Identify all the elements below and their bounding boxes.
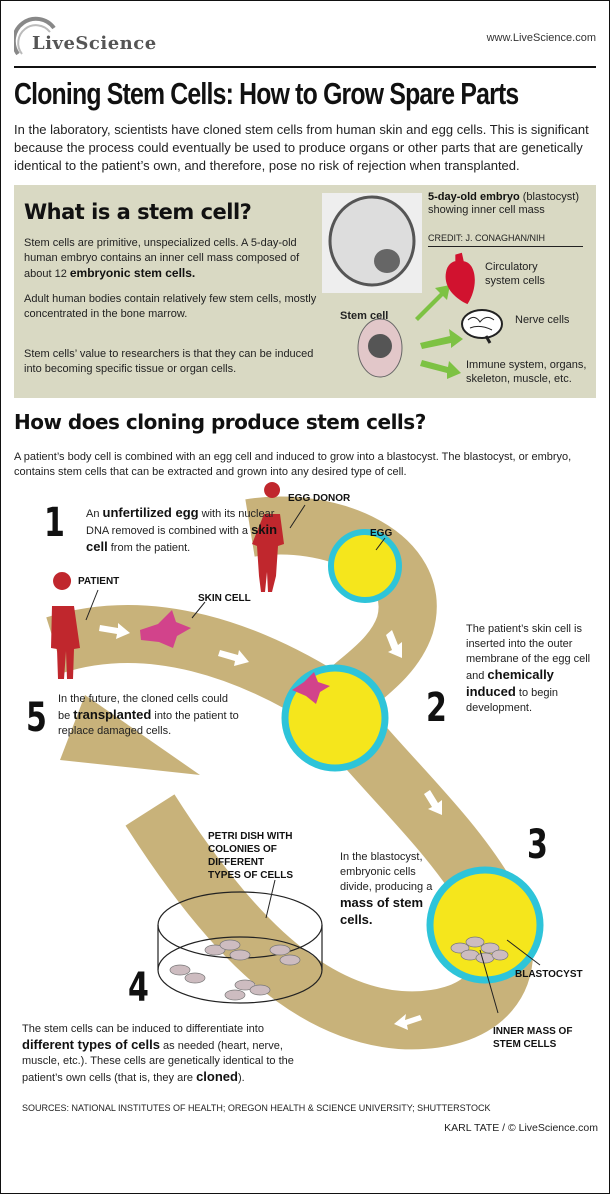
- bold-text: cloned: [196, 1069, 238, 1084]
- logo[interactable]: LiveScience: [32, 33, 157, 54]
- white-arrow-icon: [218, 650, 249, 666]
- bold-text: chemically induced: [466, 667, 554, 699]
- step-4-number: 4: [128, 965, 149, 1011]
- green-arrow-icon: [420, 329, 463, 349]
- bold-text: 5-day-old embryo: [428, 191, 520, 203]
- stem-cell-p1: Stem cells are primitive, unspecialized …: [24, 236, 324, 282]
- page-title: Cloning Stem Cells: How to Grow Spare Pa…: [14, 76, 519, 111]
- step-2-text: The patient’s skin cell is inserted into…: [466, 622, 601, 716]
- stem-cell-heading: What is a stem cell?: [24, 200, 252, 224]
- white-arrow-icon: [99, 623, 130, 639]
- band-arrowhead: [60, 695, 200, 775]
- bold-text: transplanted: [73, 707, 152, 722]
- fused-cell: [281, 664, 389, 772]
- egg-donor-figure-icon: [252, 482, 284, 592]
- text: In the future, the cloned cells could be: [58, 693, 228, 722]
- text: to begin development.: [466, 687, 559, 714]
- skin-cell-icon: [140, 610, 191, 648]
- cloning-diagram: [46, 482, 544, 1050]
- white-arrow-icon: [424, 790, 442, 815]
- output-nerve: Nerve cells: [515, 314, 570, 326]
- text: (blastocyst) showing inner cell mass: [428, 191, 579, 216]
- bold-text: embryonic stem cells.: [69, 266, 196, 280]
- label-blastocyst: BLASTOCYST: [515, 969, 583, 980]
- label-skin-cell: SKIN CELL: [198, 593, 251, 604]
- heart-icon: [445, 252, 475, 305]
- divider: [428, 246, 583, 247]
- bold-text: mass of stem cells.: [340, 895, 424, 927]
- brain-icon: [461, 309, 503, 344]
- cell-colonies: [169, 939, 301, 1001]
- site-url[interactable]: www.LiveScience.com: [486, 32, 596, 44]
- output-immune: Immune system, organs, skeleton, muscle,…: [466, 359, 587, 385]
- text: Stem cells are primitive, unspecialized …: [24, 237, 300, 280]
- stem-cell-diagram: [357, 285, 463, 379]
- inner-cell-mass: [450, 936, 509, 964]
- text: The patient’s skin cell is inserted into…: [466, 623, 591, 682]
- label-patient: PATIENT: [78, 576, 120, 587]
- green-arrow-icon: [415, 285, 450, 321]
- step-1-number: 1: [44, 500, 65, 546]
- text: with its nuclear DNA removed is combined…: [86, 508, 275, 537]
- green-arrow-icon: [420, 360, 461, 379]
- stem-cell-p2: Adult human bodies contain relatively fe…: [24, 293, 317, 320]
- output-circulatory: Circulatory system cells: [485, 261, 545, 287]
- divider: [14, 66, 596, 68]
- leader-lines: [85, 504, 541, 1014]
- step-5-text: In the future, the cloned cells could be…: [58, 692, 243, 739]
- sources: SOURCES: NATIONAL INSTITUTES OF HEALTH; …: [22, 1103, 491, 1113]
- text: as needed (heart, nerve, muscle, etc.). …: [22, 1040, 294, 1084]
- step-4-text: The stem cells can be induced to differe…: [22, 1022, 302, 1086]
- egg-cell: [328, 529, 402, 603]
- white-arrow-icon: [394, 1014, 422, 1030]
- bold-text: different types of cells: [22, 1037, 160, 1052]
- photo-credit: CREDIT: J. CONAGHAN/NIH: [428, 233, 546, 243]
- stem-cell-p3: Stem cells’ value to researchers is that…: [24, 348, 314, 375]
- flow-arrows: [99, 623, 442, 1030]
- step-5-number: 5: [26, 695, 47, 741]
- label-egg-donor: EGG DONOR: [288, 493, 351, 504]
- blastocyst: [426, 866, 544, 984]
- step-2-number: 2: [426, 685, 447, 731]
- text: ).: [237, 1072, 245, 1084]
- bold-text: unfertilized egg: [102, 505, 199, 520]
- band-main: [125, 496, 534, 1050]
- credit: KARL TATE / © LiveScience.com: [444, 1122, 598, 1134]
- step-3-number: 3: [527, 822, 548, 868]
- patient-figure-icon: [51, 572, 80, 679]
- logo-swoosh-icon: [14, 16, 56, 56]
- bold-text: skin cell: [86, 522, 278, 554]
- embryo-photo: [322, 193, 422, 293]
- text: In the blastocyst, embryonic cells divid…: [340, 851, 433, 893]
- text: into the patient to replace damaged cell…: [58, 710, 239, 737]
- photo-caption: 5-day-old embryo (blastocyst) showing in…: [428, 191, 596, 217]
- inserted-skin-cell-icon: [292, 672, 330, 704]
- label-inner-mass: INNER MASS OF STEM CELLS: [493, 1026, 573, 1050]
- text: An: [86, 508, 103, 520]
- cloning-intro: A patient’s body cell is combined with a…: [14, 451, 572, 478]
- text: The stem cells can be induced to differe…: [22, 1023, 264, 1035]
- white-arrow-icon: [386, 630, 402, 658]
- stem-cell-box: [14, 185, 596, 398]
- cloning-heading: How does cloning produce stem cells?: [14, 410, 426, 434]
- text: from the patient.: [107, 542, 191, 554]
- label-egg: EGG: [370, 528, 393, 539]
- step-1-text: An unfertilized egg with its nuclear DNA…: [86, 505, 284, 556]
- step-3-text: In the blastocyst, embryonic cells divid…: [340, 850, 435, 929]
- intro-text: In the laboratory, scientists have clone…: [14, 122, 589, 173]
- label-petri-dish: PETRI DISH WITH COLONIES OF DIFFERENT TY…: [208, 831, 294, 881]
